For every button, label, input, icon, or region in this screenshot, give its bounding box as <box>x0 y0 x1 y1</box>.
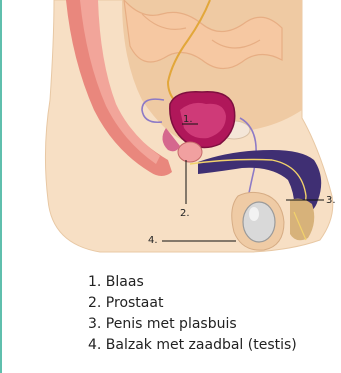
legend-item-penis: 3. Penis met plasbuis <box>88 314 297 335</box>
prostate <box>178 142 202 162</box>
callout-2: 2. <box>180 208 190 219</box>
legend-item-bladder: 1. Blaas <box>88 272 297 293</box>
legend-item-prostate: 2. Prostaat <box>88 293 297 314</box>
testis <box>243 202 275 242</box>
callout-1: 1. <box>183 114 193 125</box>
legend-item-scrotum: 4. Balzak met zaadbal (testis) <box>88 335 297 356</box>
anatomy-illustration <box>2 0 341 262</box>
callout-4: 4. <box>148 235 158 246</box>
testis-highlight <box>249 207 259 221</box>
callout-3: 3. <box>326 195 336 206</box>
legend-list: 1. Blaas 2. Prostaat 3. Penis met plasbu… <box>88 272 297 356</box>
